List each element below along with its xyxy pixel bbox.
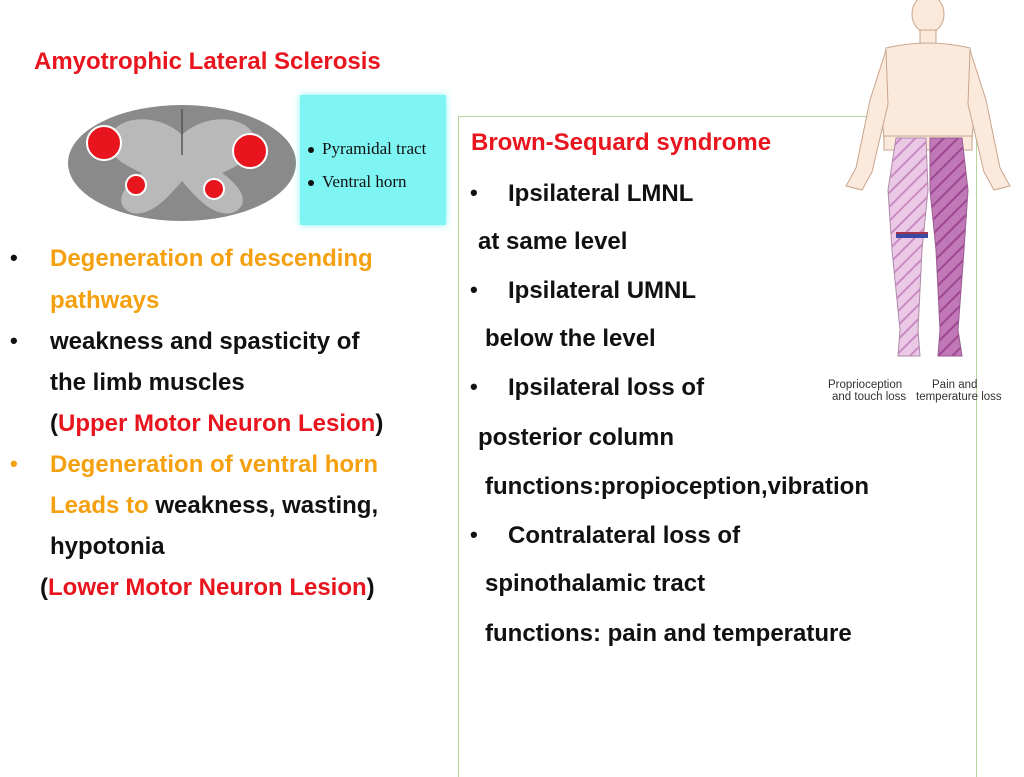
rp-bullet-4-glyph: • bbox=[470, 522, 478, 547]
bullet-1-line-2: pathways bbox=[50, 287, 160, 314]
rp-line-2: at same level bbox=[478, 228, 628, 255]
brown-sequard-heading: Brown-Sequard syndrome bbox=[471, 129, 772, 156]
caption-right-line-2: temperature loss bbox=[916, 391, 1002, 403]
caption-left-line-1: Proprioception bbox=[828, 379, 903, 391]
upper-motor-neuron-lesion: Upper Motor Neuron Lesion bbox=[58, 410, 376, 437]
human-body-diagram bbox=[845, 0, 1011, 357]
legend-item-pyramidal-tract: Pyramidal tract bbox=[308, 139, 426, 159]
left-pyramidal-tract bbox=[86, 125, 122, 161]
brown-sequard-panel bbox=[458, 116, 977, 777]
caption-left-line-2: and touch loss bbox=[832, 391, 907, 403]
rp-line-6: posterior column bbox=[478, 424, 675, 451]
rp-bullet-2-glyph: • bbox=[470, 277, 478, 302]
spinal-cord-cross-section bbox=[62, 95, 302, 225]
bullet-2-line-2: the limb muscles bbox=[50, 369, 245, 396]
bullet-2-glyph: • bbox=[10, 328, 18, 353]
rp-line-1: Ipsilateral LMNL bbox=[508, 180, 694, 207]
bullet-1-glyph: • bbox=[10, 245, 18, 270]
bullet-3-line-4: (Lower Motor Neuron Lesion) bbox=[40, 574, 375, 601]
lower-motor-neuron-lesion: Lower Motor Neuron Lesion bbox=[48, 574, 367, 601]
body-figure: Proprioception Pain and and touch loss t… bbox=[826, 0, 1024, 410]
rp-line-10: functions: pain and temperature bbox=[485, 620, 852, 647]
bullet-2-line-1: weakness and spasticity of bbox=[50, 328, 360, 355]
rp-line-3: Ipsilateral UMNL bbox=[508, 277, 697, 304]
bullet-3-glyph: • bbox=[10, 451, 18, 476]
right-pyramidal-tract bbox=[232, 133, 268, 169]
caption-right-line-1: Pain and bbox=[932, 379, 978, 391]
rp-line-5: Ipsilateral loss of bbox=[508, 374, 705, 401]
slide-title: Amyotrophic Lateral Sclerosis bbox=[34, 48, 381, 75]
bullet-2-line-3: (Upper Motor Neuron Lesion) bbox=[50, 410, 384, 437]
left-ventral-horn bbox=[125, 174, 147, 196]
rp-line-4: below the level bbox=[485, 325, 656, 352]
bullet-1-line-1: Degeneration of descending bbox=[50, 245, 373, 272]
spinal-cord-figure: Pyramidal tract Ventral horn bbox=[62, 95, 446, 225]
legend-item-ventral-horn: Ventral horn bbox=[308, 172, 407, 192]
bullet-3-line-1: Degeneration of ventral horn bbox=[50, 451, 379, 478]
rp-line-8: Contralateral loss of bbox=[508, 522, 741, 549]
cord-legend: Pyramidal tract Ventral horn bbox=[300, 95, 446, 225]
bullet-3-line-3: hypotonia bbox=[50, 533, 165, 560]
rp-bullet-3-glyph: • bbox=[470, 374, 478, 399]
bullet-3-line-2: Leads to weakness, wasting, bbox=[50, 492, 379, 519]
rp-bullet-1-glyph: • bbox=[470, 180, 478, 205]
right-ventral-horn bbox=[203, 178, 225, 200]
rp-line-7: functions:propioception,vibration bbox=[485, 473, 869, 500]
rp-line-9: spinothalamic tract bbox=[485, 570, 706, 597]
